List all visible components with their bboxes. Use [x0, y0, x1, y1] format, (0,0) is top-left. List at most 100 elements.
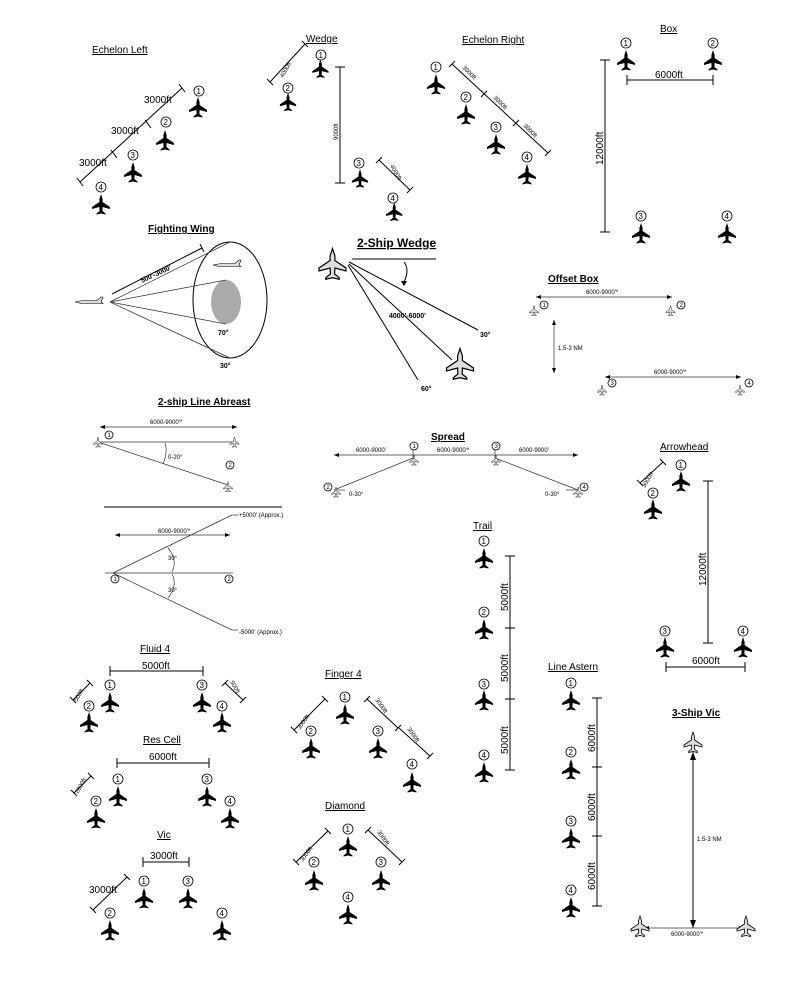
line-astern-num-1: 1 [569, 679, 574, 688]
finger4-num-4: 4 [410, 760, 415, 769]
line-astern-label-3: 6000ft [587, 862, 598, 890]
line-astern-num-3: 3 [569, 817, 574, 826]
spread-num-3: 3 [495, 444, 499, 450]
line-abreast-title: 2-ship Line Abreast [158, 397, 251, 408]
jet-icon [193, 692, 211, 713]
jet-icon [644, 499, 662, 520]
three-ship-vic-group: 3-Ship Vic 1.5-3 NM 6000-9000'* [630, 708, 756, 938]
diamond-num-1: 1 [346, 825, 351, 834]
vic-num-1: 1 [142, 877, 147, 886]
three-ship-vic-title: 3-Ship Vic [672, 708, 721, 719]
line-abreast-label-1: 6000-9000'* [150, 420, 183, 426]
diamond-num-2: 2 [312, 858, 317, 867]
arrowhead-label-3: 6000ft [692, 656, 720, 667]
spread-num-1: 2 [327, 485, 331, 491]
vic-label-1: 3000ft [150, 851, 178, 862]
jet-icon [632, 223, 650, 244]
echelon-left-label-1: 3000ft [144, 95, 172, 106]
res-cell-label-2: 2000ft [75, 777, 89, 795]
trail-num-2: 2 [482, 608, 487, 617]
jet-icon [562, 690, 580, 711]
jet-icon [562, 897, 580, 918]
spread-label-4: 0-30° [349, 492, 364, 498]
box-num-4: 4 [725, 212, 730, 221]
jet-icon [279, 92, 297, 112]
fighting-wing-label-3: 30° [220, 362, 231, 370]
vic-title: Vic [157, 830, 171, 841]
three-ship-vic-label-2: 6000-9000'* [671, 932, 704, 938]
offset-box-group: Offset Box 6000-9000'* 1.5-3 NM 6000-900… [529, 274, 754, 396]
jet-icon [179, 888, 197, 909]
trail-num-3: 3 [482, 680, 487, 689]
echelon-right-num-1: 1 [434, 63, 439, 72]
finger4-num-2: 2 [309, 727, 314, 736]
spread-label-3: 6000-9000' [519, 448, 549, 454]
jet-icon [665, 305, 676, 316]
fluid4-title: Fluid 4 [140, 644, 170, 655]
spread-label-1: 6000-9000' [356, 448, 386, 454]
trail-group: Trail 5000ft 5000ft 5000ft 1 2 3 4 [473, 521, 515, 783]
box-num-2: 2 [711, 39, 716, 48]
jet-icon [189, 97, 207, 118]
fluid4-label-1: 5000ft [142, 661, 170, 672]
offset-box-label-1: 6000-9000'* [586, 290, 619, 296]
two-ship-wedge-group: 2-Ship Wedge 4000'-6000' 30° 60° [318, 236, 491, 393]
jet-icon [198, 786, 216, 807]
line-abreast-label-3: 6000-9000'* [158, 529, 191, 535]
wedge-num-3: 3 [357, 159, 362, 168]
two-ship-wedge-label-3: 60° [421, 385, 432, 393]
offset-box-num-1: 1 [543, 303, 547, 309]
trail-label-1: 5000ft [500, 583, 511, 611]
wedge-title: Wedge [306, 34, 338, 45]
finger4-group: Finger 4 3000ft 3000ft 3000ft 1 2 3 4 [290, 669, 434, 793]
offset-box-label-2: 1.5-3 NM [558, 346, 583, 352]
res-cell-num-3: 3 [205, 775, 210, 784]
jet-icon [427, 74, 445, 95]
fluid4-num-3: 3 [200, 681, 205, 690]
arrowhead-num-4: 4 [741, 627, 746, 636]
trail-label-3: 5000ft [500, 726, 511, 754]
arrowhead-num-3: 3 [663, 627, 668, 636]
arrowhead-title: Arrowhead [660, 442, 708, 453]
jet-icon [124, 162, 142, 183]
jet-icon [80, 712, 98, 733]
diamond-num-3: 3 [379, 858, 384, 867]
fluid4-num-2: 2 [87, 702, 92, 711]
diamond-title: Diamond [325, 801, 365, 812]
box-group: Box 6000ft 12000ft 1 2 3 4 [595, 24, 736, 244]
echelon-left-dim-line [79, 87, 183, 183]
echelon-right-num-3: 3 [494, 123, 499, 132]
res-cell-title: Res Cell [143, 735, 181, 746]
spread-num-4: 4 [583, 485, 587, 491]
jet-icon [223, 481, 233, 492]
jet-icon [339, 836, 357, 857]
line-abreast-label-6: 30° [168, 588, 178, 594]
finger4-num-3: 3 [376, 727, 381, 736]
box-num-3: 3 [639, 212, 644, 221]
jet-icon [597, 384, 607, 396]
jet-icon [92, 194, 110, 215]
arrowhead-num-2: 2 [651, 489, 656, 498]
two-ship-wedge-label-2: 30° [480, 331, 491, 339]
echelon-right-num-2: 2 [464, 93, 469, 102]
res-cell-num-1: 1 [116, 775, 121, 784]
jet-icon [403, 772, 421, 793]
jet-icon [562, 759, 580, 780]
jet-icon [369, 738, 387, 759]
spread-num-2: 1 [413, 444, 417, 450]
jet-icon [475, 762, 493, 783]
echelon-left-num-1: 1 [197, 87, 202, 96]
offset-box-num-4: 4 [748, 381, 752, 387]
jet-icon [491, 454, 501, 466]
line-astern-title: Line Astern [548, 662, 598, 673]
jet-icon [318, 247, 347, 280]
vic-label-2: 3000ft [89, 885, 117, 896]
jet-icon [457, 104, 475, 125]
arrowhead-num-1: 1 [679, 461, 684, 470]
jet-icon [475, 548, 493, 569]
box-title: Box [660, 24, 677, 35]
line-astern-label-2: 6000ft [587, 793, 598, 821]
two-ship-wedge-label-1: 4000'-6000' [389, 313, 426, 320]
jet-icon [212, 259, 242, 267]
res-cell-group: Res Cell 6000ft 2000ft 1 2 3 4 [70, 735, 239, 829]
